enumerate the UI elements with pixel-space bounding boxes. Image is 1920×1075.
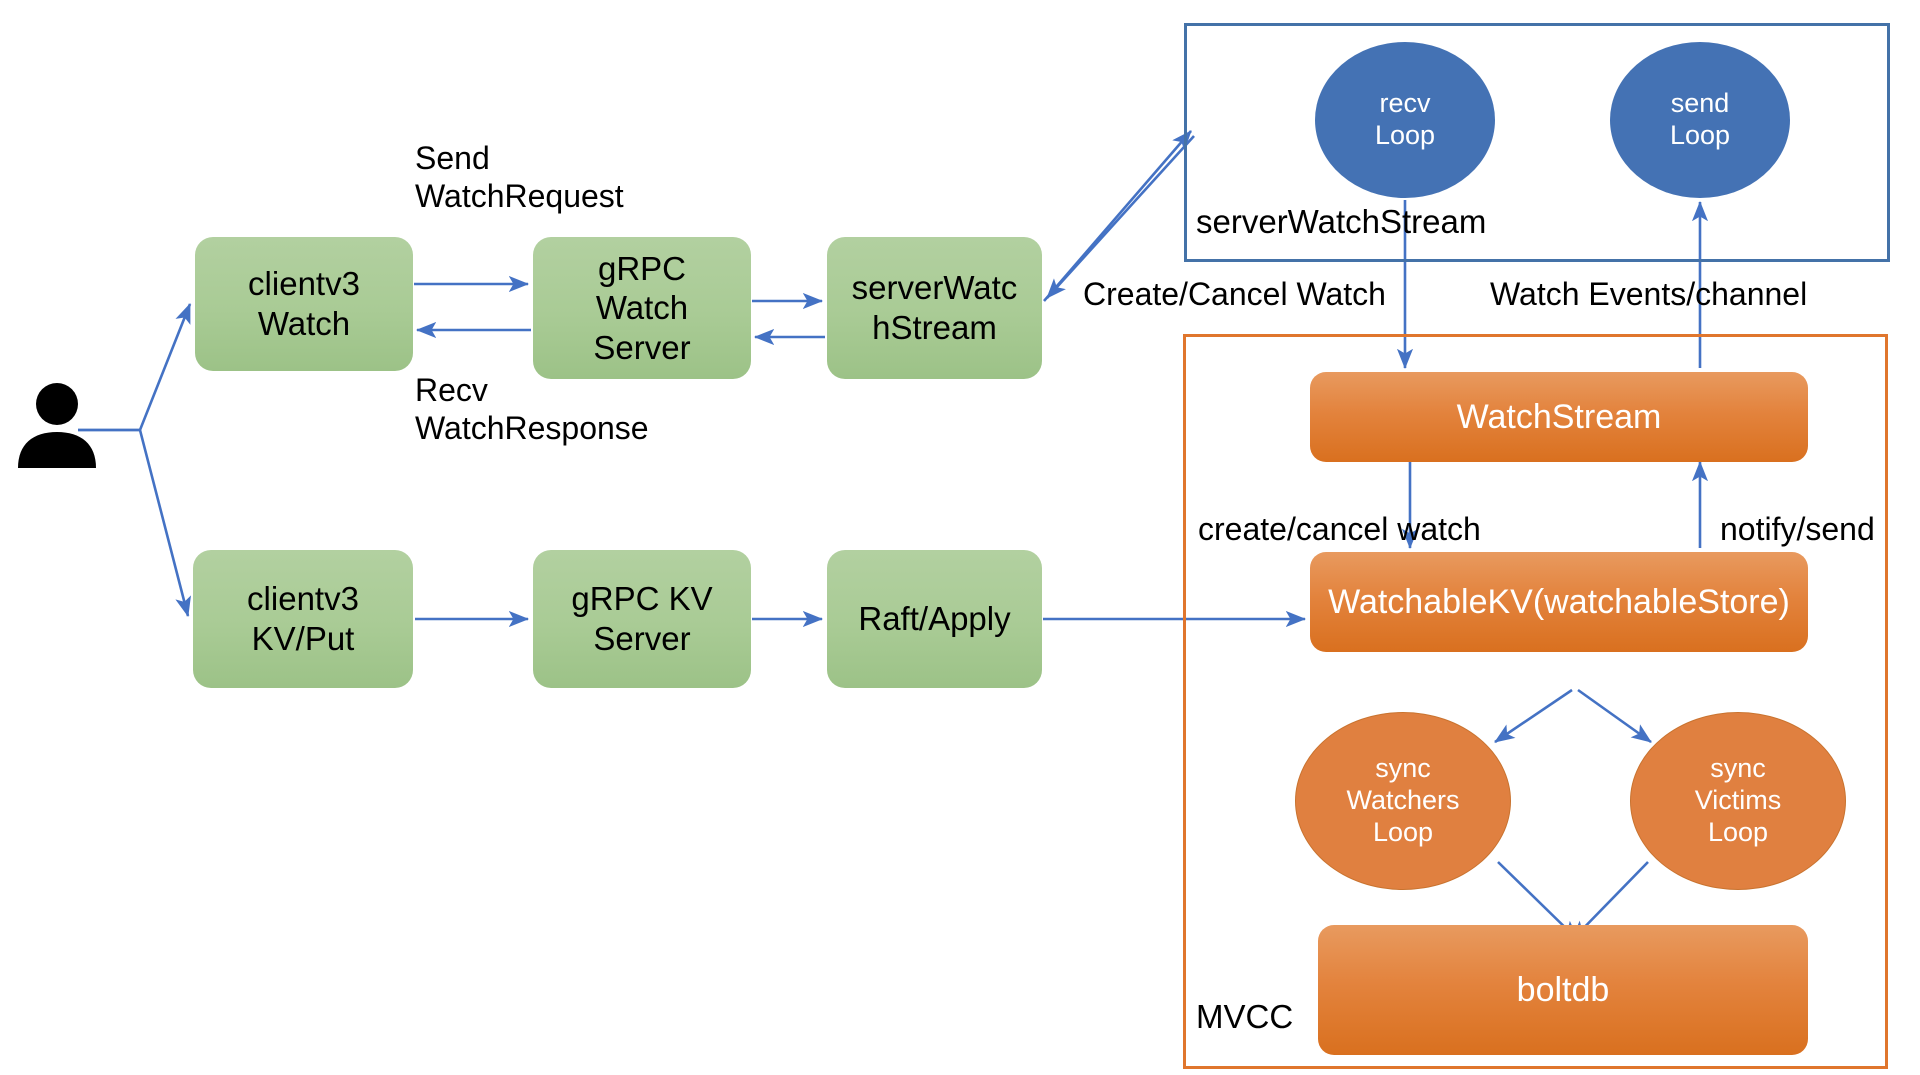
edge-label-notify-send: notify/send	[1720, 511, 1875, 547]
node-boltdb-label: boltdb	[1516, 970, 1610, 1009]
node-boltdb[interactable]: boltdb	[1318, 925, 1808, 1055]
edge-label-create-cancel-watch-lower: create/cancel watch	[1198, 511, 1481, 547]
node-watchable-kv-label: WatchableKV(watchableStore)	[1328, 582, 1790, 621]
sync-watchers-loop-ellipse[interactable]: sync Watchers Loop	[1295, 712, 1511, 890]
node-watch-stream-label: WatchStream	[1456, 397, 1662, 436]
server-watch-stream-frame	[1184, 23, 1890, 262]
node-grpc-watch-server-label: gRPC Watch Server	[593, 249, 691, 366]
node-watchable-kv[interactable]: WatchableKV(watchableStore)	[1310, 552, 1808, 652]
node-watch-stream[interactable]: WatchStream	[1310, 372, 1808, 462]
node-server-watch-stream[interactable]: serverWatc hStream	[827, 237, 1042, 379]
node-grpc-kv-server-label: gRPC KV Server	[571, 580, 713, 657]
recv-loop-label: recv Loop	[1374, 88, 1436, 150]
node-server-watch-stream-label: serverWatc hStream	[851, 269, 1018, 346]
send-loop-ellipse[interactable]: send Loop	[1610, 42, 1790, 198]
mvcc-frame	[1183, 334, 1888, 1069]
node-raft-apply[interactable]: Raft/Apply	[827, 550, 1042, 688]
arrow-frame-to-swstream	[1046, 135, 1195, 299]
mvcc-frame-label: MVCC	[1196, 998, 1294, 1035]
node-clientv3-kv-put-label: clientv3 KV/Put	[247, 580, 359, 657]
node-clientv3-kv-put[interactable]: clientv3 KV/Put	[193, 550, 413, 688]
sync-watchers-loop-label: sync Watchers Loop	[1346, 753, 1460, 847]
edge-label-create-cancel-watch: Create/Cancel Watch	[1083, 276, 1386, 312]
node-clientv3-watch-label: clientv3 Watch	[248, 265, 360, 342]
server-watch-stream-frame-label: serverWatchStream	[1196, 203, 1487, 240]
sync-victims-loop-label: sync Victims Loop	[1694, 753, 1782, 847]
node-raft-apply-label: Raft/Apply	[858, 600, 1011, 638]
person-icon	[14, 382, 100, 468]
edge-label-watch-events-channel: Watch Events/channel	[1490, 276, 1808, 312]
sync-victims-loop-ellipse[interactable]: sync Victims Loop	[1630, 712, 1846, 890]
node-grpc-kv-server[interactable]: gRPC KV Server	[533, 550, 751, 688]
recv-loop-ellipse[interactable]: recv Loop	[1315, 42, 1495, 198]
node-grpc-watch-server[interactable]: gRPC Watch Server	[533, 237, 751, 379]
edge-label-recv-watch-response: Recv WatchResponse	[415, 372, 649, 446]
edge-label-send-watch-request: Send WatchRequest	[415, 140, 624, 214]
send-loop-label: send Loop	[1669, 88, 1731, 150]
node-clientv3-watch[interactable]: clientv3 Watch	[195, 237, 413, 371]
